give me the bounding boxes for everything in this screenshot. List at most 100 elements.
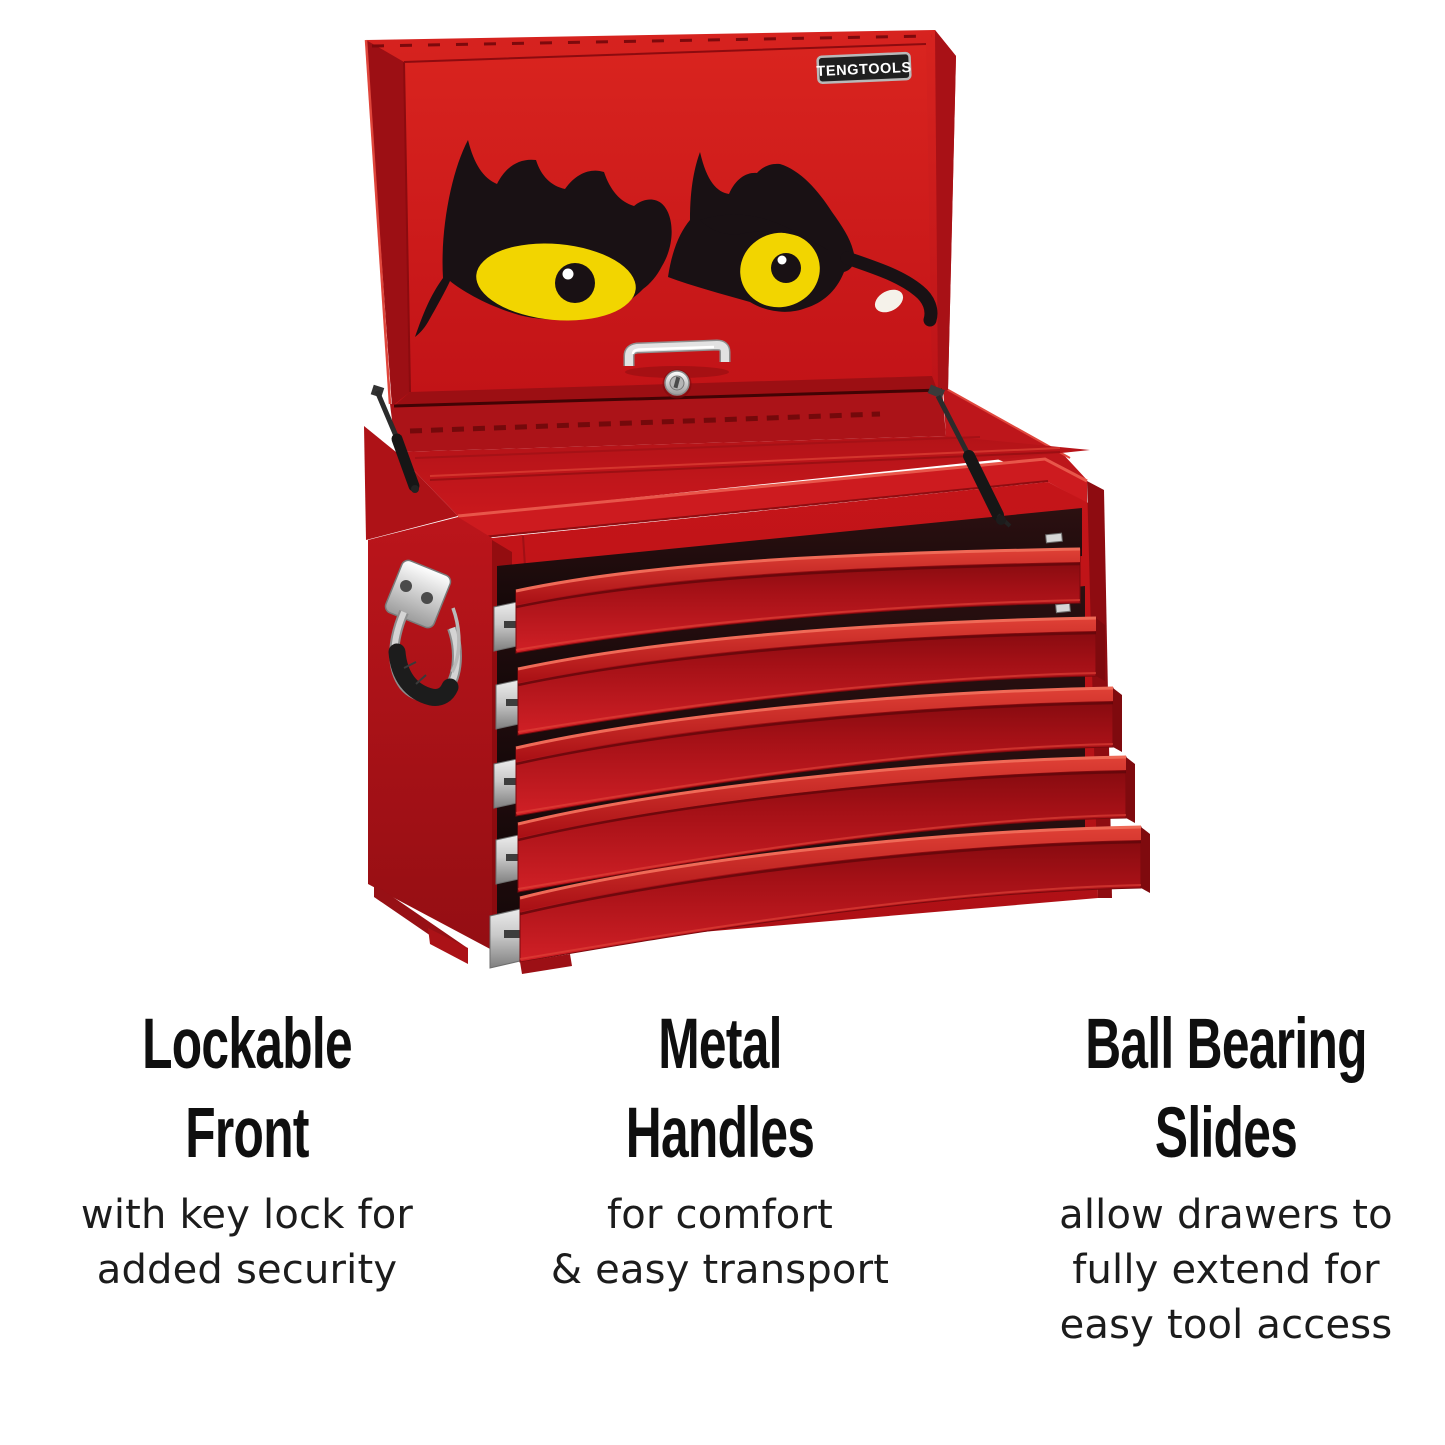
feature-description-line: with key lock for	[80, 1192, 414, 1238]
tengtools-logo-plate: TENGTOOLS	[816, 51, 912, 85]
feature-heading-line: Front	[185, 1094, 309, 1173]
drawer-5-lip	[520, 827, 1141, 912]
handle-grip-rib-1	[403, 661, 417, 669]
drawer-4-lip	[518, 757, 1126, 838]
feature-description-line: for comfort	[606, 1192, 834, 1238]
cavity-latch-1	[1045, 532, 1063, 544]
handle-plate-hole-1	[400, 580, 412, 592]
drawer-5	[519, 825, 1150, 974]
lid-handle-highlight	[631, 345, 715, 355]
tray-front-rim	[458, 459, 1087, 540]
strut-right-cylinder	[963, 450, 1004, 521]
right-eye-glint	[777, 255, 787, 265]
handle-plate-hole-2	[421, 592, 433, 604]
feature-description-line: fully extend for	[1072, 1247, 1380, 1293]
strut-right-ball	[996, 515, 1006, 525]
feature-heading-line: Lockable	[142, 1005, 353, 1084]
strut-left-end	[411, 485, 419, 493]
right-eye-brow-slash	[700, 214, 828, 250]
feature-description-line: allow drawers to	[1059, 1192, 1393, 1238]
tray-rim-highlight	[457, 457, 1088, 518]
drawer-2-lip-crease	[517, 631, 1097, 687]
logo-plate-bg	[816, 51, 912, 85]
logo-text: TENGTOOLS	[816, 60, 912, 80]
side-carry-handle	[384, 559, 462, 706]
feature-description: allow drawers to fully extend for easy t…	[1000, 1188, 1445, 1353]
right-eye-pupil	[771, 253, 801, 283]
handle-wire-hook	[450, 607, 461, 673]
tray-right-corner	[943, 387, 1087, 480]
lid-hinge-shadow	[393, 388, 943, 408]
drawer-5-bottom-highlight	[519, 884, 1142, 960]
tray-floor-ridge-highlight	[429, 447, 1061, 477]
drawer-5-bottom-flange	[520, 954, 572, 974]
drawer-4	[517, 755, 1135, 893]
feature-description-line: & easy transport	[550, 1247, 890, 1293]
drawer-5-right-cap	[1141, 827, 1150, 893]
drawer-2-lip	[518, 618, 1096, 683]
key-lock	[662, 369, 692, 399]
feature-description: with key lock for added security	[18, 1188, 476, 1298]
feature-description-line: added security	[96, 1247, 398, 1293]
drawer-5-lip-crease	[519, 840, 1142, 916]
gas-strut-right	[927, 384, 1012, 528]
lid-right-side	[935, 30, 956, 392]
lid-left-edge-highlight	[364, 39, 392, 405]
lid-panel-inset-shadow	[403, 43, 927, 393]
feature-heading-line: Handles	[625, 1094, 815, 1173]
drawer-3-lip-highlight	[515, 686, 1114, 750]
handle-mount-plate	[384, 559, 452, 629]
tray-rim-shadow	[462, 480, 1049, 540]
drawer-2	[517, 616, 1105, 736]
tray-floor	[396, 436, 1090, 516]
drawer-4-lip-crease	[517, 770, 1127, 842]
drawers	[515, 547, 1150, 974]
feature-heading-line: Metal	[658, 1005, 782, 1084]
feature-heading: Ball Bearing Slides	[1000, 1000, 1445, 1178]
lid-top-hinge-dashes	[371, 34, 933, 48]
drawer-2-right-cap	[1096, 618, 1105, 681]
feature-metal-handles: Metal Handles for comfort & easy transpo…	[494, 1000, 946, 1298]
drawer-4-bottom-highlight	[517, 814, 1127, 890]
body-front-seam	[522, 535, 526, 567]
drawer-4-lip-highlight	[517, 755, 1127, 826]
tray-floor-ridge-shadow	[414, 436, 981, 459]
nose-highlight-teardrop	[874, 289, 904, 313]
feature-lockable-front: Lockable Front with key lock for added s…	[18, 1000, 476, 1298]
cheek-curve	[840, 251, 938, 327]
toolbox-lid: TENGTOOLS	[364, 30, 956, 408]
drawer-2-bottom-highlight	[517, 672, 1097, 733]
feature-description-line: easy tool access	[1059, 1302, 1393, 1348]
drawer-1	[515, 547, 1081, 654]
feature-heading: Metal Handles	[494, 1000, 946, 1178]
drawer-3-lip-crease	[515, 701, 1114, 766]
drawer-3	[515, 686, 1122, 817]
body-base-foot	[428, 928, 468, 964]
strut-right-bracket	[927, 384, 945, 399]
tray-slot-row-lower	[409, 411, 881, 434]
strut-left-cylinder	[391, 433, 420, 492]
gas-strut-left	[370, 384, 420, 493]
cavity-latch-2	[1055, 602, 1071, 614]
feature-heading-line: Ball Bearing	[1085, 1005, 1367, 1084]
drawer-3-bottom-highlight	[515, 743, 1114, 814]
drawer-3-lip	[516, 688, 1113, 762]
left-eye-glint	[562, 268, 574, 280]
drawer-4-right-cap	[1126, 757, 1135, 823]
angry-eyes-graphic	[415, 140, 938, 337]
feature-ball-bearing-slides: Ball Bearing Slides allow drawers to ful…	[1000, 1000, 1445, 1353]
drawer-1-bottom-highlight	[515, 599, 1081, 651]
key-lock-slot	[673, 376, 681, 389]
drawer-1-lip-highlight	[515, 547, 1081, 593]
tray-floor-ridge-crease	[429, 451, 1061, 481]
drawer-5-lip-highlight	[519, 825, 1142, 900]
top-tray	[364, 383, 1090, 540]
drawer-3-right-cap	[1113, 688, 1122, 752]
feature-heading-line: Slides	[1154, 1094, 1298, 1173]
left-eye-pupil	[555, 263, 595, 303]
lid-handle-tube	[625, 340, 729, 366]
lid-left-frame	[366, 40, 410, 406]
drawer-1-lip	[516, 549, 1080, 605]
